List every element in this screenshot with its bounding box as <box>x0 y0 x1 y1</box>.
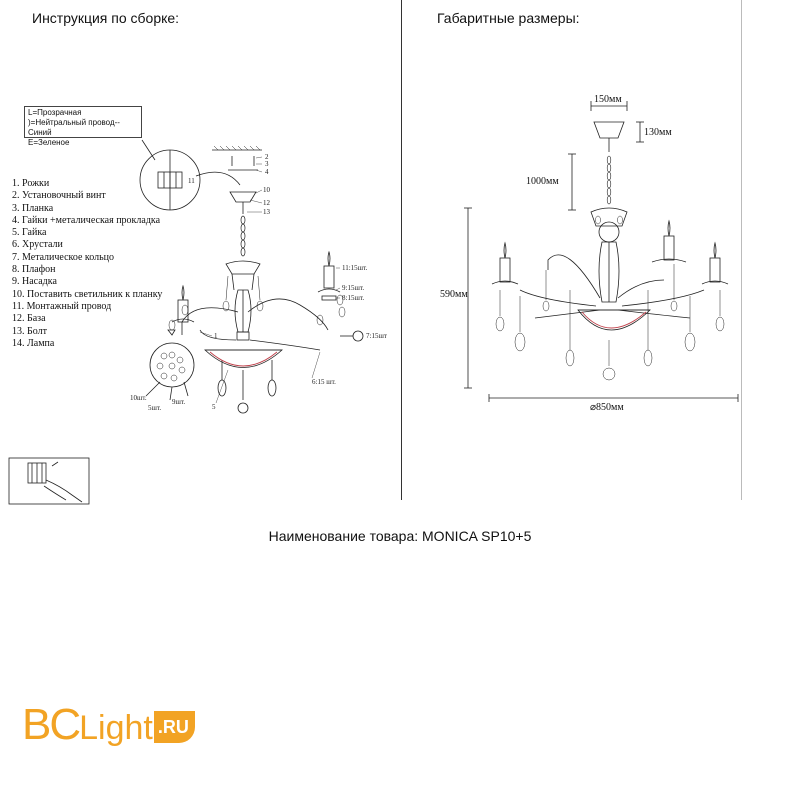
product-name: Наименование товара: MONICA SP10+5 <box>268 528 532 544</box>
parts-item: 6. Хрустали <box>12 239 63 251</box>
dim-height: 590мм <box>440 289 468 300</box>
legend-line: L=Прозрачная <box>28 108 82 117</box>
label-8-qty: 8:15шт. <box>342 294 365 302</box>
bclight-logo: BCLight.RU <box>22 700 195 750</box>
label-6-qty: 6:15 шт. <box>312 378 336 386</box>
dim-diameter: ⌀850мм <box>590 402 624 413</box>
label-5-qty: 5шт. <box>148 404 162 412</box>
dim-canopy-height: 130мм <box>644 127 672 138</box>
dimensions-header: Габаритные размеры: <box>437 10 580 26</box>
parts-item: 8. Плафон <box>12 264 56 276</box>
label-3: 3 <box>265 160 269 168</box>
label-11-qty: 11:15шт. <box>342 264 368 272</box>
dim-chain-length: 1000мм <box>526 176 559 187</box>
parts-list: 1. Рожки 2. Установочный винт 3. Планка … <box>12 178 162 350</box>
label-4: 4 <box>265 168 269 176</box>
label-11-wiring: 11 <box>188 177 195 185</box>
bowl-accent <box>581 311 647 329</box>
parts-item: 14. Лампа <box>12 337 55 349</box>
parts-item: 2. Установочный винт <box>12 190 106 202</box>
label-7-qty: 7:15шт <box>366 332 387 340</box>
parts-item: 13. Болт <box>12 325 47 337</box>
parts-item: 5. Гайка <box>12 227 47 239</box>
bowl-accent <box>209 351 278 367</box>
right-border-line <box>741 0 742 500</box>
parts-item: 9. Насадка <box>12 276 57 288</box>
parts-item: 3. Планка <box>12 202 54 214</box>
label-10-qty: 10шт. <box>130 394 147 402</box>
legend-line: E=Зеленое <box>28 138 70 147</box>
assembly-header: Инструкция по сборке: <box>32 10 180 26</box>
legend-line: )=Нейтральный провод--Синий <box>28 118 120 137</box>
label-12: 12 <box>263 199 270 207</box>
parts-item: 4. Гайки +металическая прокладка <box>12 214 161 226</box>
parts-item: 1. Рожки <box>12 178 50 189</box>
label-2: 2 <box>265 153 269 161</box>
parts-item: 7. Метaлическое кольцо <box>12 251 115 263</box>
label-9-qty: 9:15шт. <box>342 284 365 292</box>
dim-top-width: 150мм <box>594 94 622 105</box>
label-5: 5 <box>212 403 216 411</box>
label-13: 13 <box>263 208 270 216</box>
section-divider <box>401 0 402 500</box>
label-1: 1 <box>214 332 218 340</box>
logo-light-text: Light <box>79 709 153 747</box>
logo-bc-text: BC <box>22 700 81 749</box>
parts-item: 11. Монтажный провод <box>12 300 112 312</box>
wire-legend: L=Прозрачная )=Нейтральный провод--Синий… <box>24 106 142 147</box>
label-10: 10 <box>263 186 270 194</box>
parts-item: 10. Поставить светильник к планку <box>12 288 163 300</box>
logo-ru-badge: .RU <box>153 711 195 743</box>
label-9-qty-detail: 9шт. <box>172 398 186 406</box>
parts-item: 12. База <box>12 313 46 325</box>
